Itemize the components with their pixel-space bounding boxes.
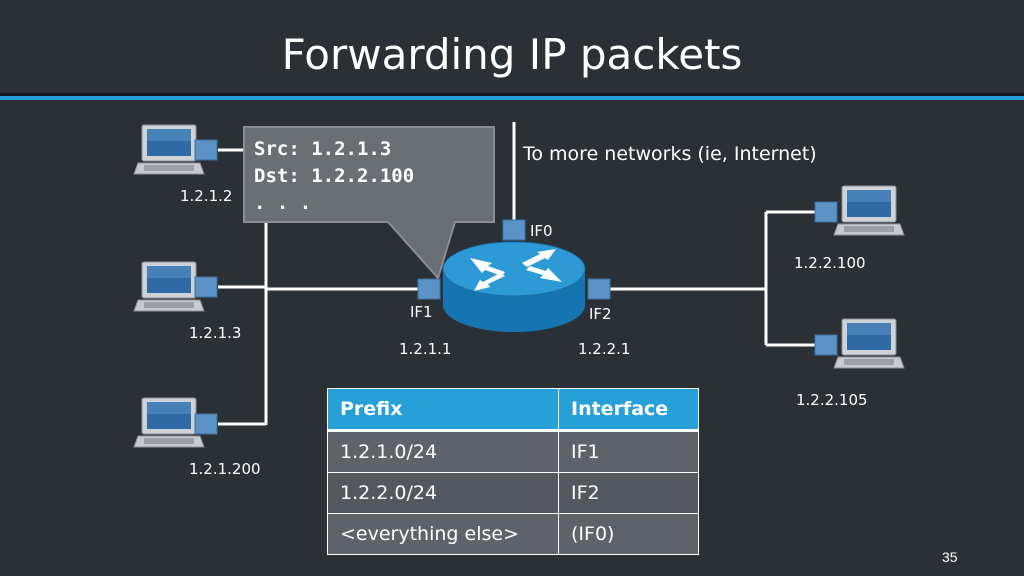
table-row: <everything else> (IF0)	[327, 513, 699, 555]
host-ip-label: 1.2.1.2	[180, 187, 233, 205]
table-header-row: Prefix Interface	[327, 388, 699, 432]
table-row: 1.2.2.0/24 IF2	[327, 472, 699, 514]
router-port-if0-icon	[502, 219, 526, 241]
prefix-cell: 1.2.2.0/24	[327, 472, 559, 514]
title-divider	[0, 96, 1024, 100]
host-port-icon	[814, 201, 838, 223]
router-if1-ip: 1.2.1.1	[399, 340, 452, 358]
host-ip-label: 1.2.1.3	[189, 324, 242, 342]
if2-label: IF2	[589, 305, 612, 323]
laptop-icon	[133, 397, 205, 448]
laptop-icon	[833, 185, 905, 236]
forwarding-table: Prefix Interface 1.2.1.0/24 IF1 1.2.2.0/…	[327, 388, 699, 555]
page-number: 35	[942, 549, 958, 565]
host-port-icon	[194, 139, 218, 161]
packet-more: . . .	[254, 192, 312, 214]
packet-callout-bubble	[243, 126, 495, 280]
host-ip-label: 1.2.2.100	[794, 254, 866, 272]
interface-cell: IF2	[558, 472, 699, 514]
host-port-icon	[194, 413, 218, 435]
host-ip-label: 1.2.2.105	[796, 391, 868, 409]
column-header-interface: Interface	[558, 388, 699, 432]
interface-cell: IF1	[558, 430, 699, 473]
host-port-icon	[814, 334, 838, 356]
packet-src: Src: 1.2.1.3	[254, 138, 392, 160]
laptop-icon	[133, 124, 205, 175]
packet-dst: Dst: 1.2.2.100	[254, 165, 415, 187]
router-icon	[442, 241, 586, 332]
router-port-if1-icon	[417, 278, 441, 300]
interface-cell: (IF0)	[558, 513, 699, 555]
packet-header-callout: Src: 1.2.1.3 Dst: 1.2.2.100 . . .	[254, 136, 414, 217]
title-divider-shadow	[0, 93, 1024, 96]
slide-title: Forwarding IP packets	[281, 30, 743, 79]
prefix-cell: <everything else>	[327, 513, 559, 555]
laptop-icon	[133, 261, 205, 312]
table-row: 1.2.1.0/24 IF1	[327, 430, 699, 473]
if0-label: IF0	[530, 222, 553, 240]
network-links	[218, 122, 816, 426]
column-header-prefix: Prefix	[327, 388, 559, 432]
host-ip-label: 1.2.1.200	[189, 460, 261, 478]
router-port-if2-icon	[587, 278, 611, 300]
host-port-icon	[194, 276, 218, 298]
prefix-cell: 1.2.1.0/24	[327, 430, 559, 473]
laptop-icon	[833, 318, 905, 369]
router-if2-ip: 1.2.2.1	[578, 340, 631, 358]
more-networks-label: To more networks (ie, Internet)	[523, 143, 817, 165]
if1-label: IF1	[410, 303, 433, 321]
